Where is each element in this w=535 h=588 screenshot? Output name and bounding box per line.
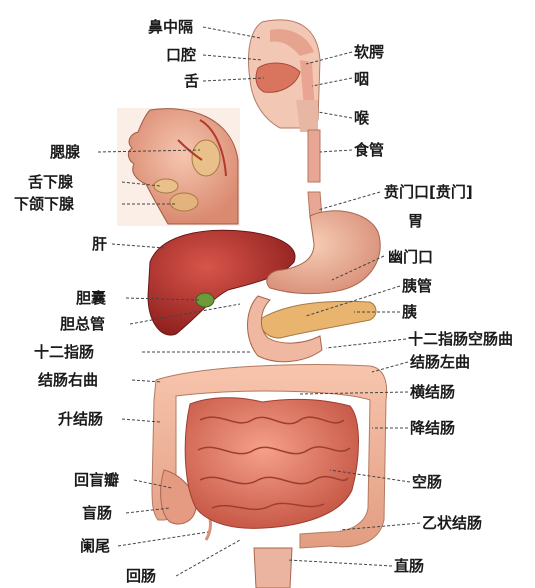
label-jejunum: 空肠 (412, 473, 442, 491)
label-left-colic-flexure: 结肠左曲 (410, 353, 470, 371)
label-submandibular-gland: 下颌下腺 (14, 195, 74, 213)
label-stomach: 胃 (408, 212, 423, 230)
label-liver: 肝 (92, 235, 107, 253)
esophagus-shape (308, 130, 322, 218)
label-rectum: 直肠 (394, 557, 424, 575)
label-pharynx: 咽 (354, 70, 369, 88)
label-tongue: 舌 (184, 72, 199, 90)
label-duodenum: 十二指肠 (34, 343, 94, 361)
label-common-bile-duct: 胆总管 (60, 315, 105, 333)
label-cecum: 盲肠 (82, 504, 112, 522)
label-transverse-colon: 横结肠 (410, 383, 455, 401)
label-larynx: 喉 (354, 109, 369, 127)
label-sublingual-gland: 舌下腺 (28, 173, 73, 191)
pancreas-shape (261, 301, 376, 338)
label-pancreatic-duct: 胰管 (402, 277, 432, 295)
label-sigmoid-colon: 乙状结肠 (422, 514, 482, 532)
label-pylorus: 幽门口 (388, 248, 433, 266)
label-cardia: 贲门口[贲门] (384, 183, 473, 201)
label-nasal-septum: 鼻中隔 (148, 18, 193, 36)
label-right-colic-flexure: 结肠右曲 (38, 371, 98, 389)
label-pancreas: 胰 (402, 303, 417, 321)
small-intestine (185, 398, 358, 529)
face-salivary-glands (117, 108, 240, 226)
label-esophagus: 食管 (354, 141, 384, 159)
label-duodenojejunal-flexure: 十二指肠空肠曲 (408, 330, 513, 348)
label-ascending-colon: 升结肠 (58, 410, 103, 428)
head-section (249, 20, 321, 132)
label-soft-palate: 软腭 (354, 43, 384, 61)
label-gallbladder: 胆囊 (76, 289, 106, 307)
label-ileum: 回肠 (126, 567, 156, 585)
label-oral-cavity: 口腔 (166, 46, 196, 64)
label-appendix: 阑尾 (80, 537, 110, 555)
label-ileocecal-valve: 回盲瓣 (74, 471, 119, 489)
label-descending-colon: 降结肠 (410, 419, 455, 437)
label-parotid-gland: 腮腺 (50, 143, 80, 161)
